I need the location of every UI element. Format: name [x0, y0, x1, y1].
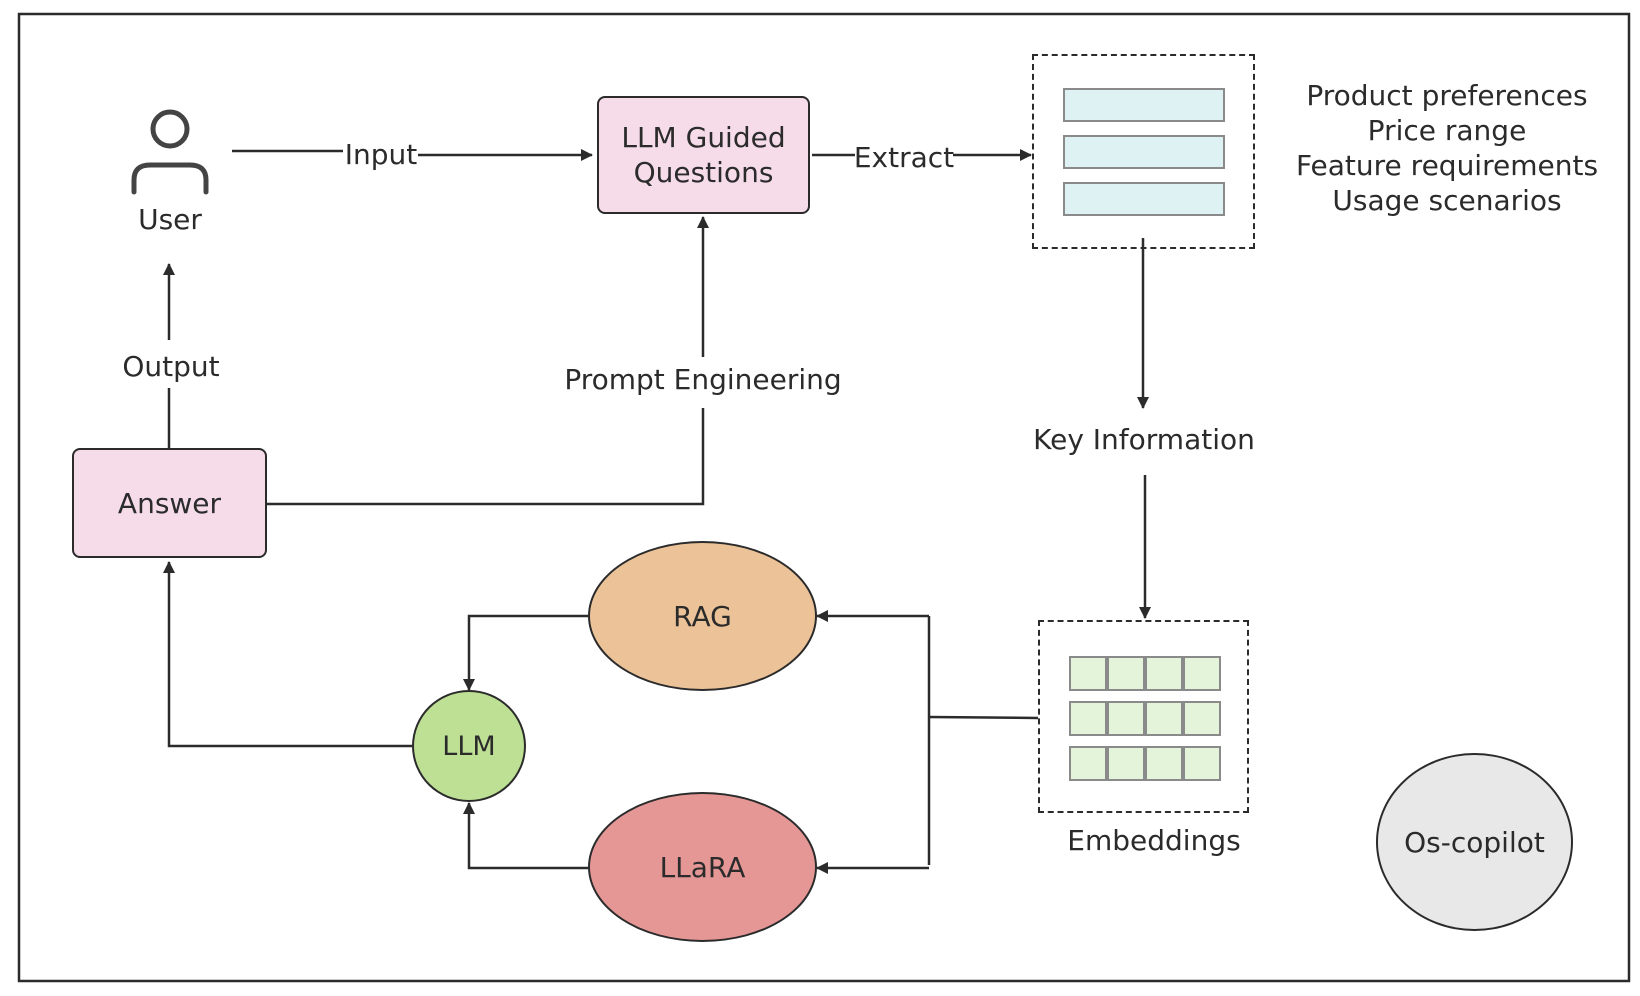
llm-label: LLM — [442, 730, 496, 762]
embeddings-branch — [816, 610, 1039, 874]
os-copilot-node: Os-copilot — [1376, 753, 1573, 931]
input-arrow — [232, 149, 593, 161]
field-bar — [1063, 135, 1225, 169]
embedding-cell — [1069, 746, 1107, 781]
embedding-cell — [1183, 701, 1221, 736]
output-label: Output — [122, 350, 220, 383]
info-line: Usage scenarios — [1332, 184, 1562, 217]
extracted-fields-box — [1032, 54, 1255, 249]
field-bar — [1063, 182, 1225, 216]
info-line: Product preferences — [1306, 79, 1588, 112]
llara-label: LLaRA — [659, 850, 746, 884]
answer-label: Answer — [117, 486, 222, 520]
extract-label: Extract — [853, 141, 955, 174]
embedding-cell — [1069, 701, 1107, 736]
rag-node: RAG — [588, 541, 817, 691]
answer-box: Answer — [72, 448, 267, 558]
key-information-label: Key Information — [1033, 423, 1255, 456]
llm-to-answer-arrow — [163, 561, 412, 748]
prompt-engineering-arrow — [266, 216, 709, 506]
llm-guided-questions-text: LLM Guided Questions — [621, 121, 786, 189]
embedding-cell — [1069, 656, 1107, 691]
embedding-cell — [1107, 746, 1145, 781]
llara-node: LLaRA — [588, 792, 817, 942]
prompt-engineering-label: Prompt Engineering — [564, 363, 842, 396]
embedding-cell — [1183, 746, 1221, 781]
embedding-cell — [1145, 746, 1183, 781]
llara-to-llm-arrow — [463, 802, 588, 870]
llm-node: LLM — [412, 690, 526, 802]
field-bar — [1063, 88, 1225, 122]
extracted-info-list: Product preferences Price range Feature … — [1296, 78, 1598, 218]
embedding-cell — [1107, 701, 1145, 736]
info-line: Price range — [1367, 114, 1527, 147]
os-copilot-label: Os-copilot — [1404, 825, 1545, 859]
embeddings-label: Embeddings — [1067, 824, 1241, 857]
user-label: User — [138, 203, 202, 236]
input-label: Input — [344, 138, 418, 171]
embedding-cell — [1183, 656, 1221, 691]
user-icon — [131, 109, 209, 195]
embedding-cell — [1107, 656, 1145, 691]
embedding-cell — [1145, 701, 1183, 736]
outer-frame — [17, 12, 1631, 983]
rag-label: RAG — [673, 599, 732, 633]
info-line: Feature requirements — [1295, 149, 1599, 182]
embeddings-box — [1038, 620, 1249, 813]
embedding-cell — [1145, 656, 1183, 691]
llm-guided-questions-box: LLM Guided Questions — [597, 96, 810, 214]
rag-to-llm-arrow — [463, 614, 588, 691]
